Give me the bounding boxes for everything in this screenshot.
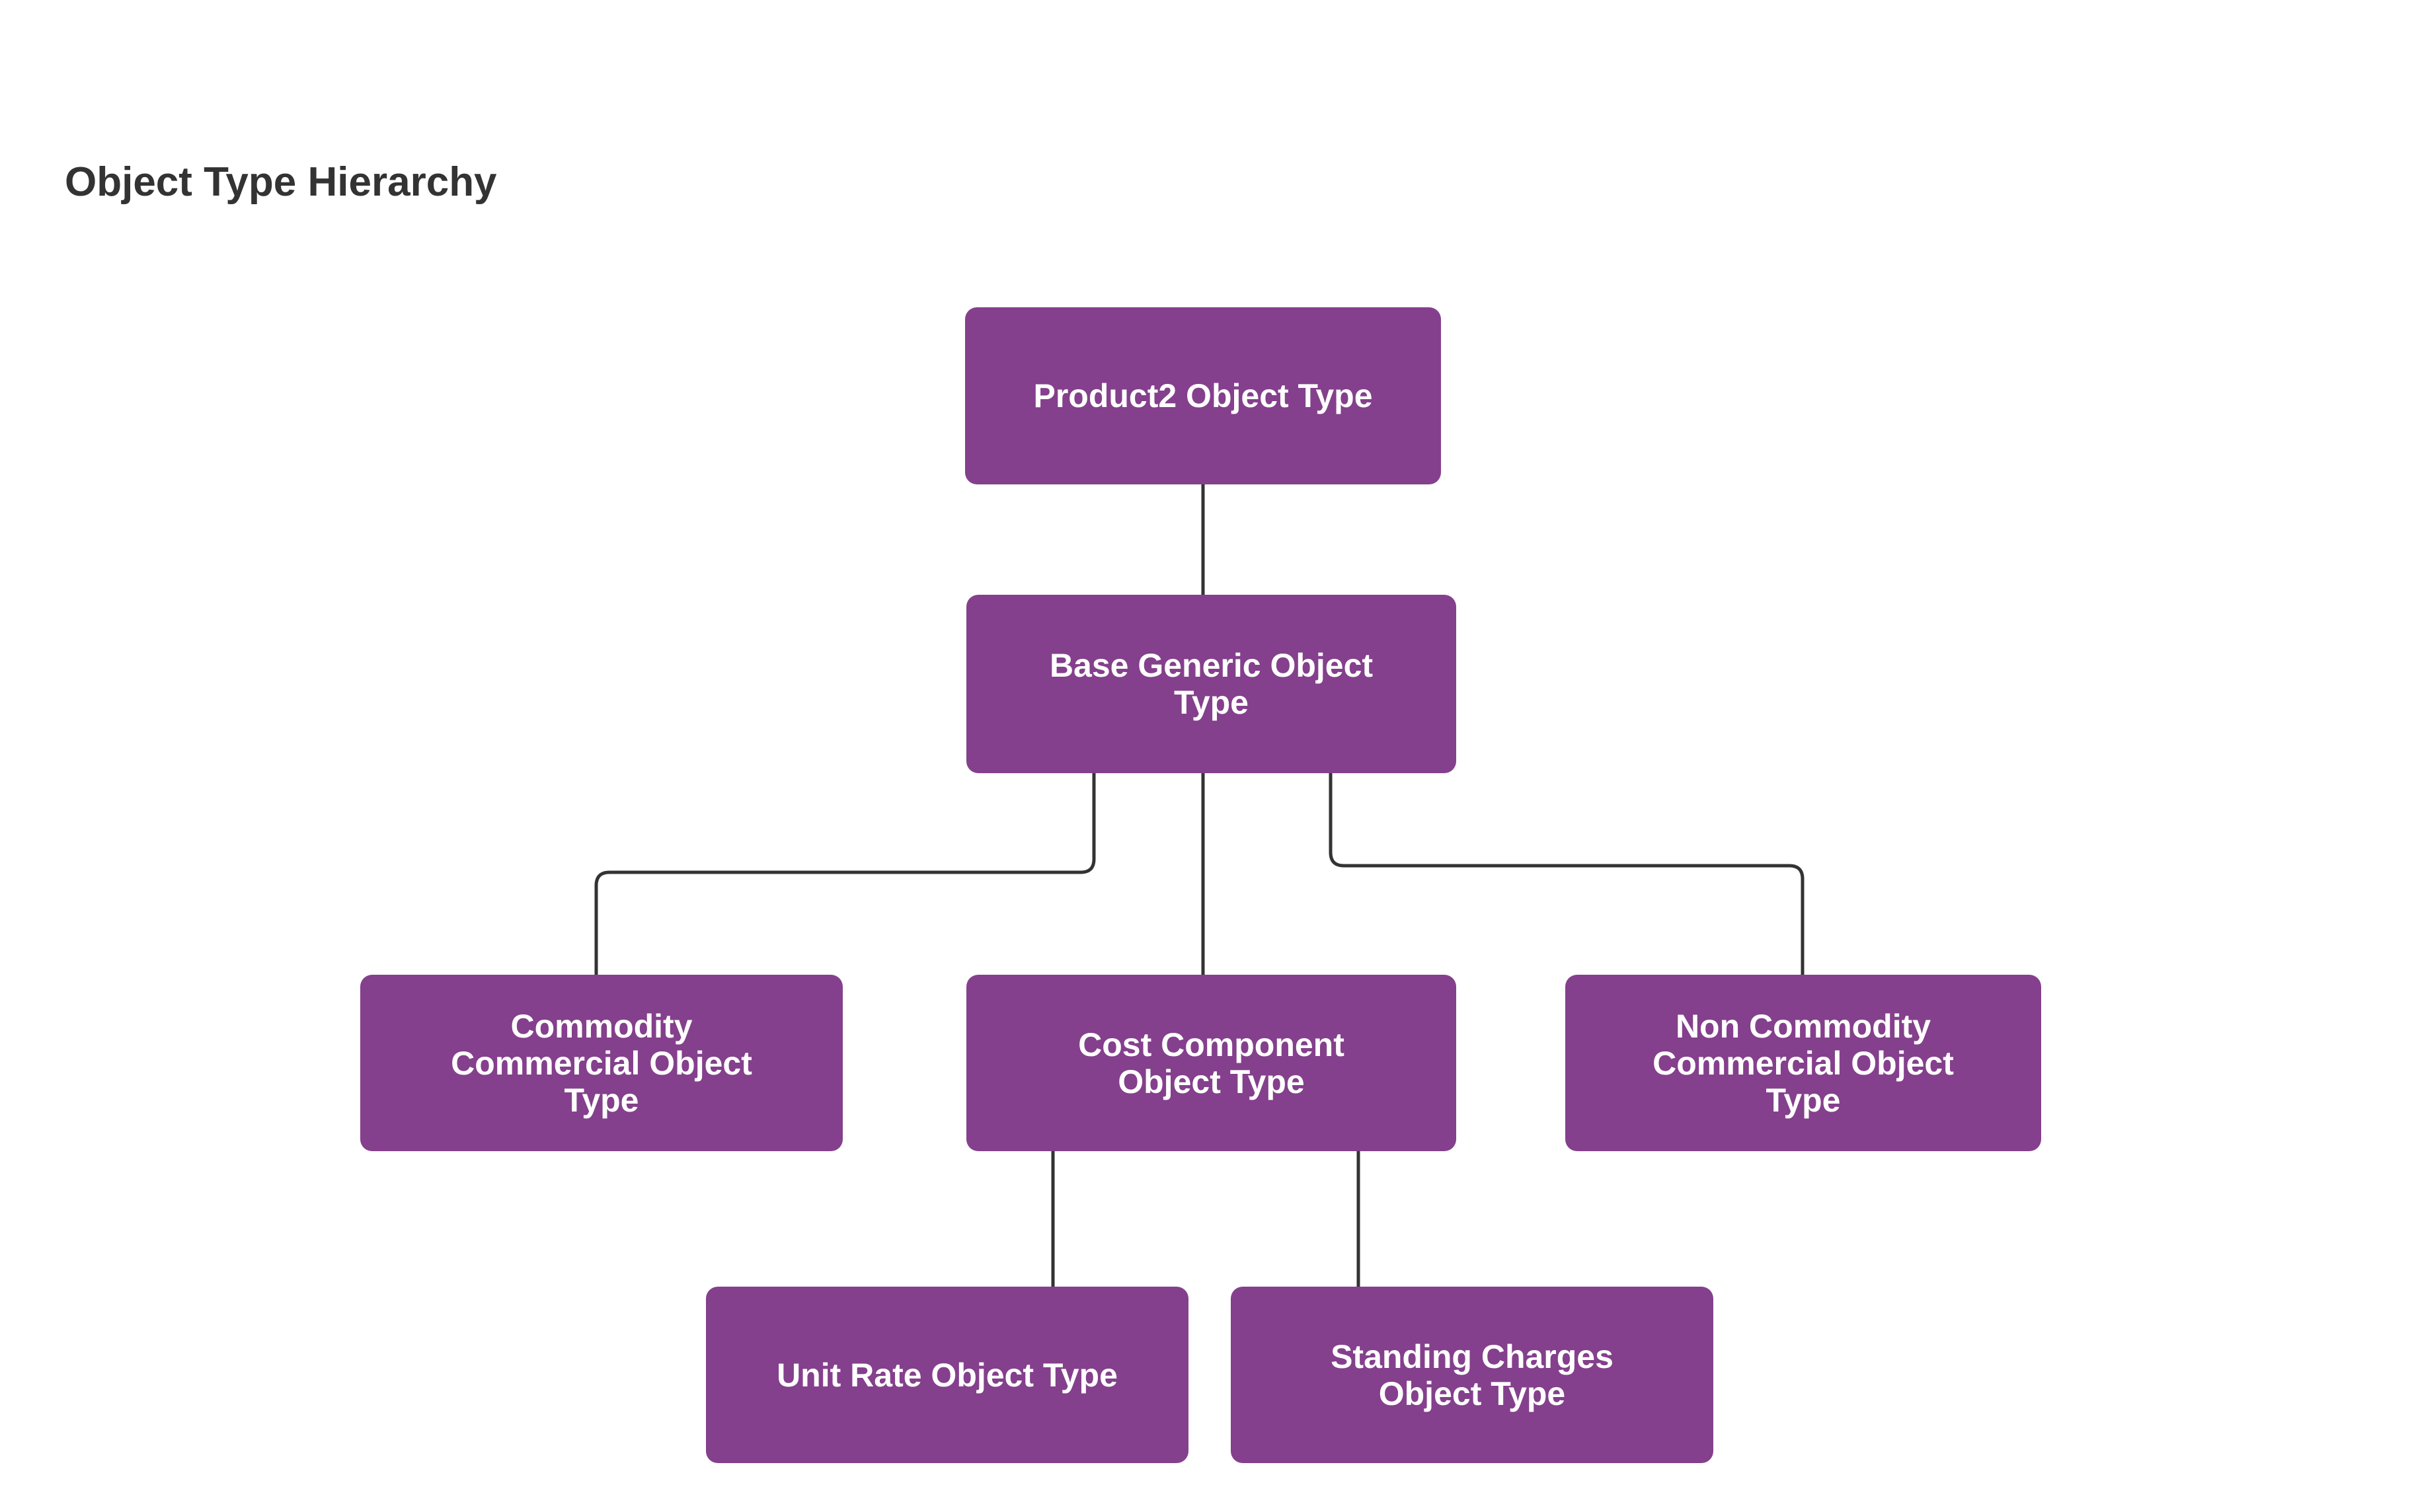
- edge-base-generic-to-commodity-commercial: [594, 773, 1096, 975]
- node-non-commodity-commercial[interactable]: Non Commodity Commercial Object Type: [1565, 975, 2041, 1151]
- node-cost-component[interactable]: Cost Component Object Type: [966, 975, 1456, 1151]
- node-product2[interactable]: Product2 Object Type: [965, 307, 1441, 484]
- node-standing-charges[interactable]: Standing Charges Object Type: [1231, 1287, 1713, 1463]
- node-base-generic[interactable]: Base Generic Object Type: [966, 595, 1456, 773]
- node-unit-rate[interactable]: Unit Rate Object Type: [706, 1287, 1188, 1463]
- edge-base-generic-to-non-commodity-commercial: [1329, 773, 1805, 975]
- page-title: Object Type Hierarchy: [65, 159, 497, 205]
- node-commodity-commercial[interactable]: Commodity Commercial Object Type: [360, 975, 843, 1151]
